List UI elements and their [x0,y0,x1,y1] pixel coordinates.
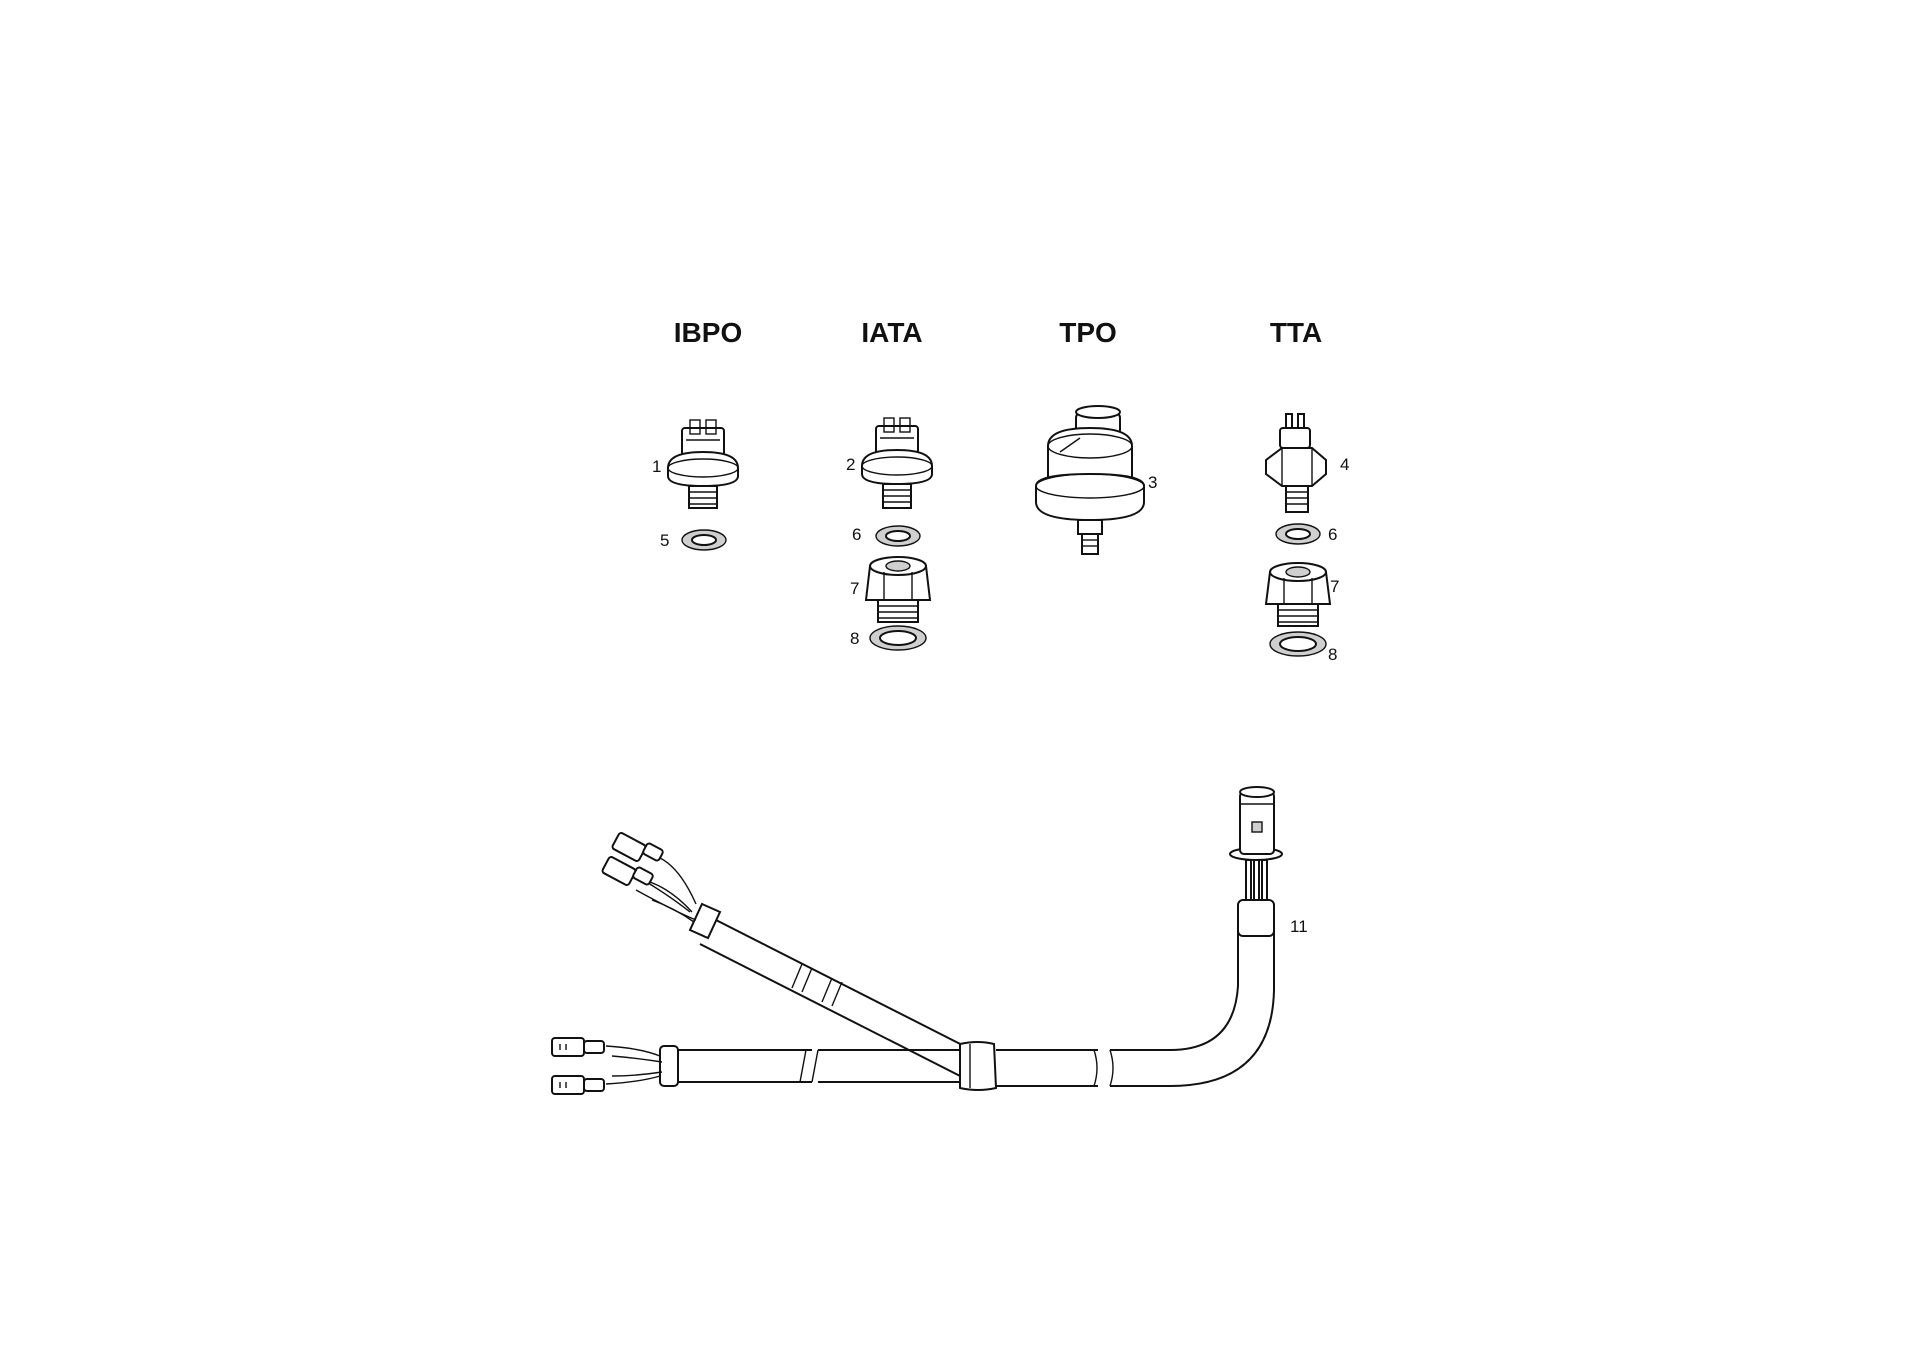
washer-5 [681,529,727,551]
callout-8-tta: 8 [1328,645,1337,664]
callout-7-iata: 7 [850,579,859,598]
washer-8-tta [1269,631,1327,657]
washer-6-tta [1275,523,1321,545]
callout-2: 2 [846,455,855,474]
pressure-switch-1 [667,419,739,509]
terminal-upper-1 [611,832,664,862]
callout-3: 3 [1148,473,1157,492]
washer-8-iata [869,625,927,651]
adapter-7-tta [1264,562,1332,627]
terminal-lower-2 [551,1075,605,1095]
washer-6-iata [875,525,921,547]
terminal-upper-2 [601,856,654,886]
callout-6-iata: 6 [852,525,861,544]
callout-11: 11 [1290,917,1308,936]
callout-6-tta: 6 [1328,525,1337,544]
callout-7-tta: 7 [1330,577,1339,596]
wiring-harness-11 [551,786,1283,1095]
callout-5: 5 [660,531,669,550]
callout-4: 4 [1340,455,1349,474]
header-tta: TTA [1270,317,1322,348]
header-tpo: TPO [1059,317,1117,348]
callout-8-iata: 8 [850,629,859,648]
header-ibpo: IBPO [674,317,742,348]
temperature-sender-4 [1265,413,1327,513]
adapter-7-iata [864,556,932,623]
callout-1: 1 [652,457,661,476]
terminal-lower-1 [551,1037,605,1057]
header-iata: IATA [861,317,922,348]
pressure-sender-3 [1035,405,1145,555]
pressure-switch-2 [861,417,933,509]
